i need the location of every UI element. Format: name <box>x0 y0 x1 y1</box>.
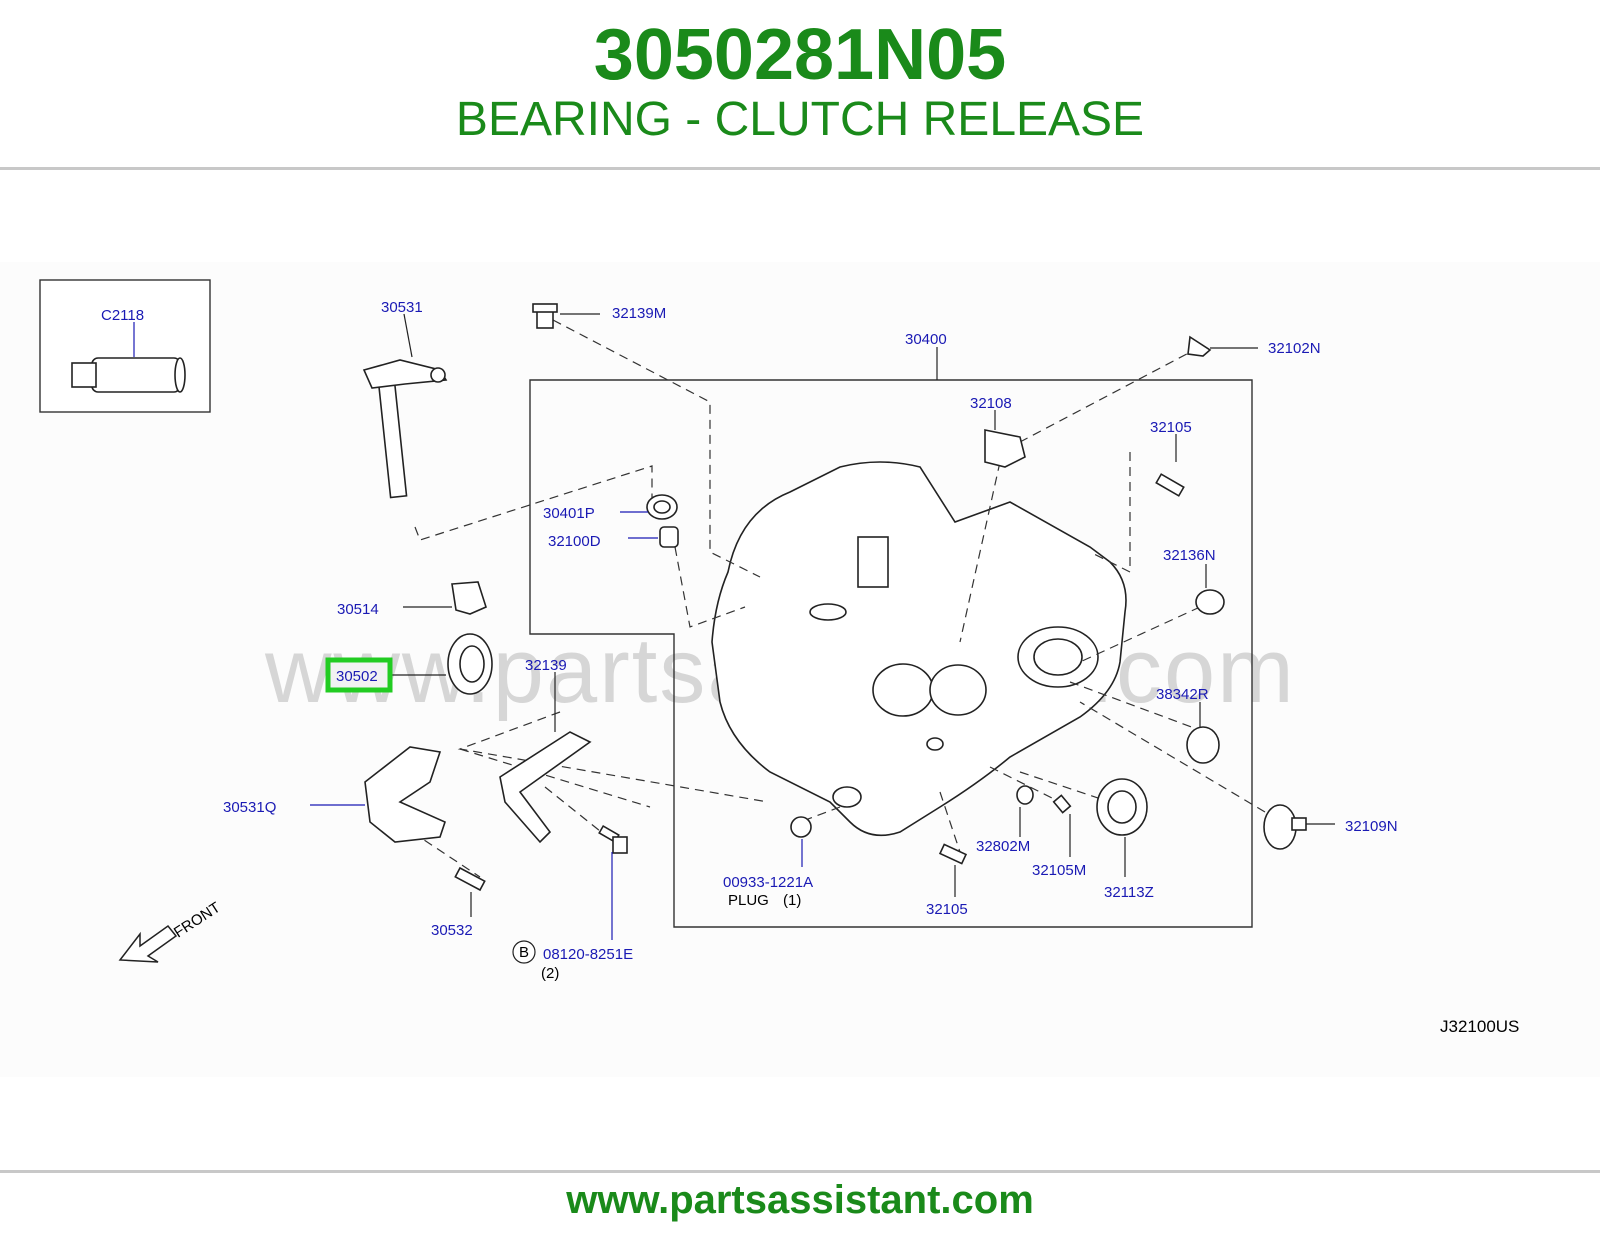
label-32105-bottom: 32105 <box>926 901 968 918</box>
part-name-subtitle: BEARING - CLUTCH RELEASE <box>455 93 1145 146</box>
footer-divider <box>0 1170 1600 1173</box>
assembly-frame <box>529 379 1253 928</box>
label-30400: 30400 <box>905 331 947 348</box>
pin-32105m-icon <box>1052 794 1072 814</box>
label-32105m: 32105M <box>1032 862 1086 879</box>
clutch-housing-icon <box>711 461 1127 837</box>
leader-30531 <box>403 313 413 358</box>
diagram-svg: www.partsassistant.com C2118 30400 <box>39 279 1519 1036</box>
clip-32102n-icon <box>1187 335 1212 357</box>
bushing-32100d-icon <box>659 526 679 548</box>
label-32109n: 32109N <box>1345 818 1398 835</box>
header-divider <box>0 167 1600 170</box>
front-arrow-icon <box>118 924 178 963</box>
label-32108: 32108 <box>970 395 1012 412</box>
label-30514: 30514 <box>337 601 379 618</box>
label-32136n: 32136N <box>1163 547 1216 564</box>
highlight-box-30502[interactable] <box>325 657 393 693</box>
plug-32109n-icon <box>1263 804 1307 850</box>
diagram-code: J32100US <box>1440 1017 1519 1036</box>
shaft-30531-icon <box>362 359 448 499</box>
seal-38342r-icon <box>1186 726 1220 764</box>
plug-00933-icon <box>790 816 812 838</box>
label-30531: 30531 <box>381 299 423 316</box>
label-32100d: 32100D <box>548 533 601 550</box>
label-32802m: 32802M <box>976 838 1030 855</box>
clip-30514-icon <box>451 581 487 615</box>
front-label: FRONT <box>171 899 224 941</box>
label-32139: 32139 <box>525 657 567 674</box>
bolt-32139m-icon <box>532 303 558 329</box>
label-08120: 08120-8251E <box>543 946 633 963</box>
label-32105-top: 32105 <box>1150 419 1192 436</box>
label-30502[interactable]: 30502 <box>336 668 378 685</box>
label-00933: 00933-1221A <box>723 874 813 891</box>
label-bolt-ref: B <box>519 944 529 961</box>
label-32102n: 32102N <box>1268 340 1321 357</box>
label-32113z: 32113Z <box>1104 884 1154 901</box>
label-38342r: 38342R <box>1156 686 1209 703</box>
label-30531q: 30531Q <box>223 799 276 816</box>
label-32139m: 32139M <box>612 305 666 322</box>
label-bolt-qty: (2) <box>541 965 559 982</box>
label-30532: 30532 <box>431 922 473 939</box>
pin-30532-icon <box>454 866 486 892</box>
ring-32802m-icon <box>1016 785 1034 805</box>
label-plug-qty: (1) <box>783 892 801 909</box>
label-plug: PLUG <box>728 892 769 909</box>
fork-30531q-icon <box>364 746 446 843</box>
seal-32136n-icon <box>1195 589 1225 615</box>
label-c2118: C2118 <box>101 307 144 324</box>
parts-diagram: www.partsassistant.com C2118 30400 <box>0 262 1600 1077</box>
tool-c2118-icon <box>71 357 186 393</box>
footer-url[interactable]: www.partsassistant.com <box>566 1178 1034 1222</box>
part-number-title: 3050281N05 <box>593 15 1007 95</box>
label-30401p: 30401P <box>543 505 595 522</box>
pin-32105-icon <box>1155 473 1185 497</box>
bolt-ref-circle <box>512 940 536 964</box>
lever-32139-icon <box>499 731 592 844</box>
bracket-32108-icon <box>984 429 1026 468</box>
release-bearing-30502-icon <box>447 633 493 695</box>
bolt-08120-icon <box>598 824 628 854</box>
pin-32105-bottom-icon <box>938 843 968 865</box>
